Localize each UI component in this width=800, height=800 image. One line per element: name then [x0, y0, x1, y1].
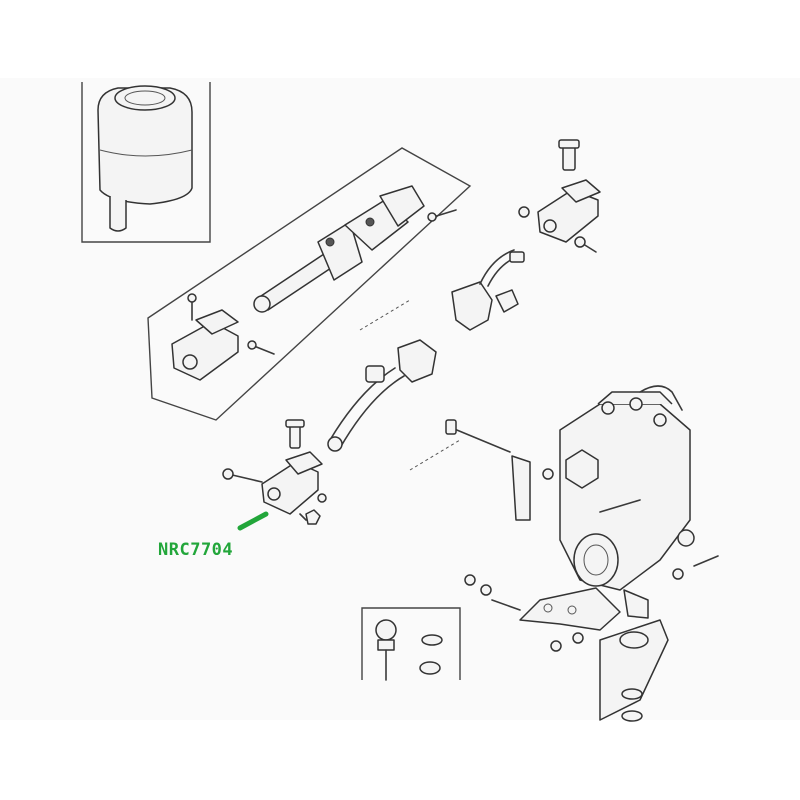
- upper-right-joint: [518, 139, 601, 253]
- reservoir-inset: [81, 82, 211, 243]
- steering-box: [559, 385, 695, 619]
- mounting-bolt-and-plate: [445, 419, 719, 580]
- drop-arm: [464, 574, 669, 722]
- shaft-assembly-box: [147, 147, 472, 421]
- return-hose: [327, 339, 437, 452]
- intermediate-shaft: [253, 185, 457, 313]
- lower-universal-joint: [171, 293, 275, 381]
- callout-leader-line: [237, 511, 269, 531]
- part-number-label: NRC7704: [158, 540, 234, 560]
- steering-coupling-nrc7704: [222, 419, 327, 531]
- pressure-hose: [451, 249, 525, 331]
- ball-joint-inset: [361, 607, 461, 681]
- assembly-lines: [359, 299, 461, 471]
